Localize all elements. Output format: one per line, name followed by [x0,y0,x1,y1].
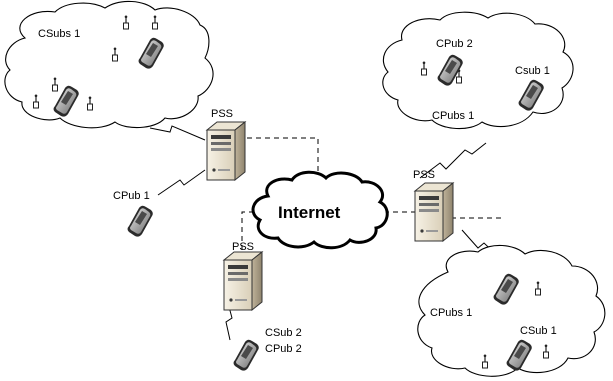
pss-label: PSS [413,169,435,181]
internet-cloud: Internet [251,170,389,250]
device-label-cpub2: CPub 2 [265,343,302,355]
phone-icon [233,339,259,371]
cloud-label-csub1-top: Csub 1 [515,65,550,77]
cloud-csubs1: CSubs 1 [4,0,214,129]
wireless-link-cpubs1-top [419,142,487,179]
cloud-shape [251,170,389,250]
pss-server-left: PSS [206,108,246,181]
cloud-label-csub1-bottom: CSub 1 [520,325,557,337]
cloud-cpubs1-top: CPub 2 Csub 1 CPubs 1 [382,11,574,130]
wireless-link-cpub1 [157,169,206,196]
server-icon [206,121,246,181]
cloud-label-cpubs1-bottom: CPubs 1 [430,307,472,319]
cloud-label-cpubs1-top: CPubs 1 [432,110,474,122]
cloud-label-csubs1: CSubs 1 [38,28,80,40]
device-label-cpub1: CPub 1 [113,190,150,202]
cloud-shape [4,0,214,129]
pss-label: PSS [211,108,233,120]
wireless-link-csubs1 [149,125,206,141]
link-center-pss-internet [241,211,262,250]
wireless-link-csub2 [225,302,233,341]
server-icon [223,251,263,311]
device-label-csub2: CSub 2 [265,327,302,339]
cloud-shape [417,244,606,377]
cloud-label-cpub2: CPub 2 [436,38,473,50]
phone-icon [127,205,153,237]
link-left-pss-internet [247,137,319,180]
device-cpub1: CPub 1 [113,190,153,237]
cloud-cpubs1-bottom: CPubs 1 CSub 1 [417,244,606,377]
pss-server-center: PSS [223,241,263,311]
server-icon [414,182,454,242]
device-csub2-cpub2: CSub 2 CPub 2 [233,327,302,371]
pss-label: PSS [232,241,254,253]
internet-label: Internet [278,203,341,222]
pss-server-right: PSS [413,169,454,242]
